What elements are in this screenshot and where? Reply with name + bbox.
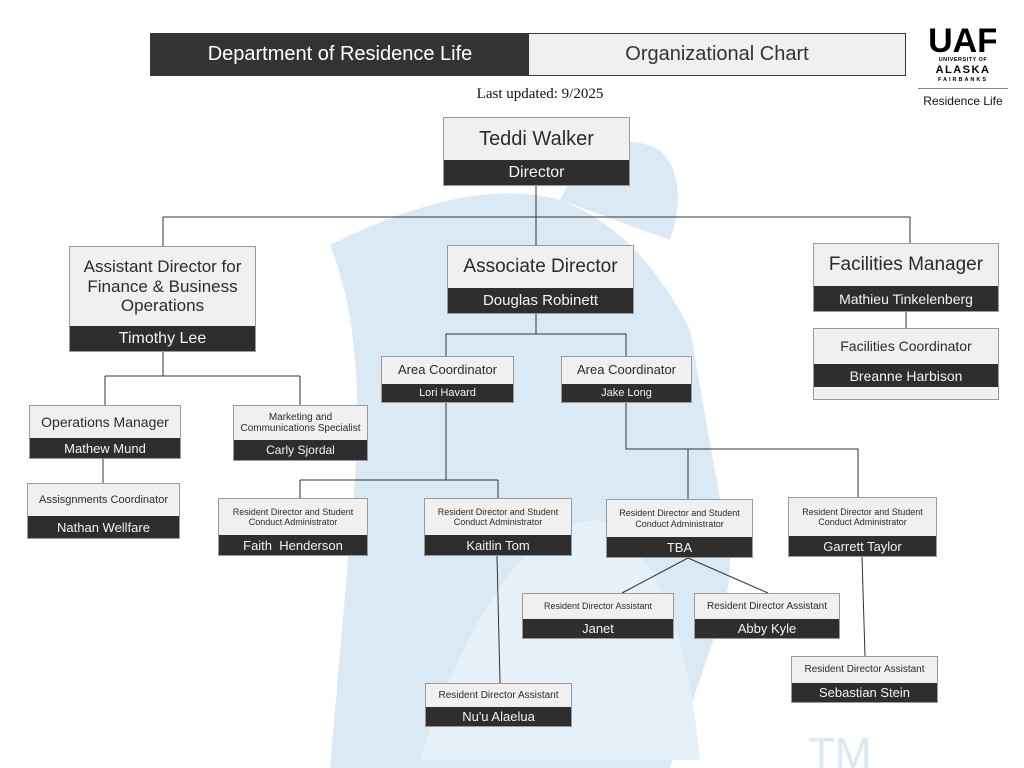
assistant-director-title: Assistant Director for Finance & Busines… (70, 247, 255, 326)
assignments-coordinator-box: Assisgnments Coordinator Nathan Wellfare (27, 483, 180, 539)
rda-4-box: Resident Director Assistant Sebastian St… (791, 656, 938, 703)
resident-director-1-box: Resident Director and Student Conduct Ad… (218, 498, 368, 556)
resident-director-4-name: Garrett Taylor (789, 536, 936, 556)
resident-director-3-name: TBA (607, 537, 752, 557)
resident-director-1-title: Resident Director and Student Conduct Ad… (219, 499, 367, 535)
area-coordinator-2-title: Area Coordinator (562, 357, 691, 384)
associate-director-box: Associate Director Douglas Robinett (447, 245, 634, 314)
header-banner: Department of Residence Life Organizatio… (150, 33, 906, 76)
marketing-specialist-name: Carly Sjordal (234, 440, 367, 460)
facilities-manager-title: Facilities Manager (814, 244, 998, 286)
logo-residence-life: Residence Life (923, 94, 1003, 108)
facilities-coordinator-name: Breanne Harbison (814, 364, 998, 387)
marketing-specialist-box: Marketing and Communications Specialist … (233, 405, 368, 461)
resident-director-3-title: Resident Director and Student Conduct Ad… (607, 500, 752, 537)
facilities-coordinator-title: Facilities Coordinator (814, 329, 998, 364)
logo-university-of: UNIVERSITY OF (938, 57, 988, 63)
rda-1-box: Resident Director Assistant Janet (522, 593, 674, 639)
rda-2-box: Resident Director Assistant Abby Kyle (694, 593, 840, 639)
resident-director-4-box: Resident Director and Student Conduct Ad… (788, 497, 937, 557)
facilities-coordinator-box: Facilities Coordinator Breanne Harbison (813, 328, 999, 400)
assistant-director-box: Assistant Director for Finance & Busines… (69, 246, 256, 352)
uaf-logo: UAF UNIVERSITY OF ALASKA FAIRBANKS Resid… (918, 23, 1008, 113)
area-coordinator-2-name: Jake Long (562, 384, 691, 402)
facilities-manager-name: Mathieu Tinkelenberg (814, 286, 998, 311)
rda-3-box: Resident Director Assistant Nu'u Alaelua (425, 683, 572, 727)
operations-manager-name: Mathew Mund (30, 438, 180, 458)
watermark-tm: TM (808, 729, 872, 768)
resident-director-3-box: Resident Director and Student Conduct Ad… (606, 499, 753, 558)
assignments-coordinator-title: Assisgnments Coordinator (28, 484, 179, 516)
facilities-manager-box: Facilities Manager Mathieu Tinkelenberg (813, 243, 999, 312)
assistant-director-name: Timothy Lee (70, 326, 255, 351)
department-title: Department of Residence Life (151, 34, 529, 75)
area-coordinator-1-box: Area Coordinator Lori Havard (381, 356, 514, 403)
resident-director-4-title: Resident Director and Student Conduct Ad… (789, 498, 936, 536)
rda-3-name: Nu'u Alaelua (426, 707, 571, 726)
logo-fairbanks: FAIRBANKS (937, 77, 989, 83)
rda-1-title: Resident Director Assistant (523, 594, 673, 619)
associate-director-title: Associate Director (448, 246, 633, 288)
resident-director-2-box: Resident Director and Student Conduct Ad… (424, 498, 572, 556)
operations-manager-box: Operations Manager Mathew Mund (29, 405, 181, 459)
rda-4-title: Resident Director Assistant (792, 657, 937, 683)
logo-divider (918, 88, 1008, 89)
director-title: Teddi Walker (444, 118, 629, 160)
resident-director-2-name: Kaitlin Tom (425, 535, 571, 555)
marketing-specialist-title: Marketing and Communications Specialist (234, 406, 367, 440)
rda-2-title: Resident Director Assistant (695, 594, 839, 619)
area-coordinator-2-box: Area Coordinator Jake Long (561, 356, 692, 403)
rda-2-name: Abby Kyle (695, 619, 839, 638)
area-coordinator-1-title: Area Coordinator (382, 357, 513, 384)
chart-title: Organizational Chart (529, 34, 905, 75)
rda-4-name: Sebastian Stein (792, 683, 937, 702)
logo-alaska: ALASKA (935, 64, 991, 76)
director-name: Director (444, 160, 629, 185)
rda-3-title: Resident Director Assistant (426, 684, 571, 707)
associate-director-name: Douglas Robinett (448, 288, 633, 313)
assignments-coordinator-name: Nathan Wellfare (28, 516, 179, 538)
resident-director-1-name: Faith Henderson (219, 535, 367, 555)
rda-1-name: Janet (523, 619, 673, 638)
last-updated: Last updated: 9/2025 (476, 86, 604, 102)
director-box: Teddi Walker Director (443, 117, 630, 186)
operations-manager-title: Operations Manager (30, 406, 180, 438)
uaf-logo-mark: UAF (930, 23, 996, 55)
svg-text:UAF: UAF (930, 23, 996, 55)
area-coordinator-1-name: Lori Havard (382, 384, 513, 402)
resident-director-2-title: Resident Director and Student Conduct Ad… (425, 499, 571, 535)
